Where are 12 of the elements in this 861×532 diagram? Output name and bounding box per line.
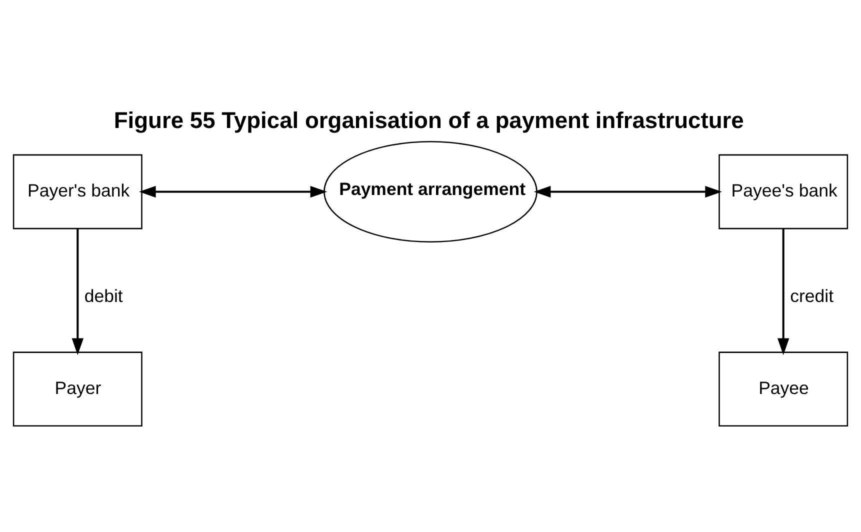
diagram-title: Figure 55 Typical organisation of a payment infrastructure [114,107,744,134]
node-box: Payee [718,352,848,427]
arrow [534,186,722,198]
node-box: Payer [12,352,142,427]
node-box: Payer's bank [12,154,142,230]
edge-label: debit [84,286,123,306]
node-box: Payee's bank [718,154,848,230]
arrow [72,228,84,356]
edge-label: credit [790,286,834,306]
node-ellipse: Payment arrangement [324,140,538,243]
arrow [139,186,328,198]
arrow [777,228,790,356]
